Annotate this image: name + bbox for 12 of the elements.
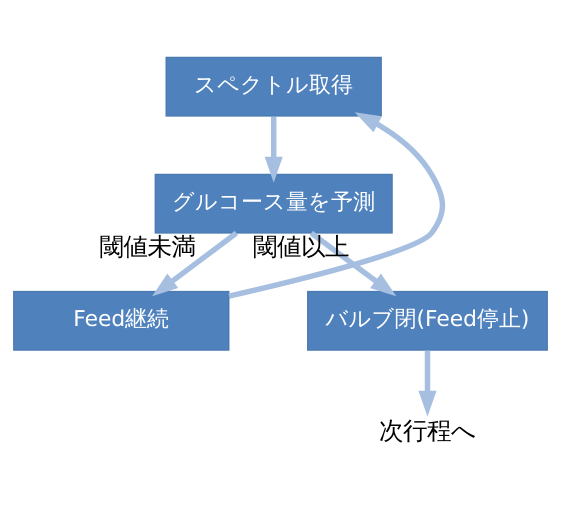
node-box: スペクトル取得 — [166, 56, 382, 117]
arrow — [418, 350, 437, 417]
node-text: 次行程へ — [378, 416, 476, 446]
edge-label: 閾値未満 — [100, 232, 196, 261]
node-box: Feed継続 — [13, 290, 230, 351]
arrow — [310, 230, 396, 296]
node-box: グルコース量を予測 — [154, 174, 393, 234]
arrow — [228, 112, 446, 299]
node-box: バルブ閉(Feed停止) — [307, 290, 548, 351]
arrow — [152, 230, 238, 296]
arrow — [264, 116, 283, 183]
edge-label: 閾値以上 — [253, 232, 350, 261]
